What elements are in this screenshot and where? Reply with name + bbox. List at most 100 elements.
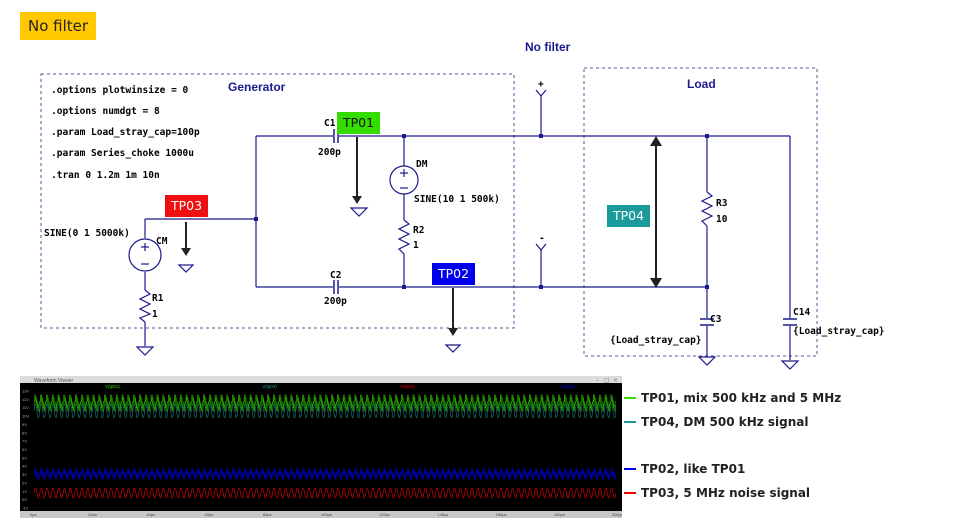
y-tick-label: 8V: [22, 430, 27, 435]
c14-label: C14: [793, 307, 810, 318]
legend-swatch: [624, 421, 636, 423]
maximize-icon[interactable]: □: [604, 377, 610, 384]
minimize-icon[interactable]: –: [596, 377, 599, 384]
y-tick-label: 3V: [22, 472, 27, 477]
directive-2: .options numdgt = 8: [51, 106, 160, 117]
c3-value: {Load_stray_cap}: [610, 335, 702, 346]
x-tick-label: 160µs: [496, 512, 507, 517]
generator-box: [40, 73, 515, 329]
r2-value: 1: [413, 240, 419, 251]
c2-value: 200p: [324, 296, 347, 307]
tp01-arrow: [352, 137, 362, 204]
tp02-badge: TP02: [432, 263, 476, 285]
tp04-badge: TP04: [607, 205, 651, 227]
trace-labels: V(tp01)V(tp04)V(tp03)V(tp02): [105, 384, 575, 389]
trace-tp01: [33, 394, 617, 412]
c1-label: C1: [324, 118, 336, 129]
directive-5: .tran 0 1.2m 1m 10n: [51, 170, 160, 181]
cm-label: CM: [156, 236, 168, 247]
tp02-label: TP02: [438, 266, 470, 281]
x-tick-label: 180µs: [554, 512, 565, 517]
directive-3: .param Load_stray_cap=100p: [51, 127, 200, 138]
window-controls[interactable]: – □ ×: [596, 377, 618, 384]
wires: [144, 96, 791, 360]
c14-value: {Load_stray_cap}: [793, 326, 885, 337]
legend-swatch: [624, 468, 636, 470]
tp04-arrow: [650, 136, 662, 288]
c2-label: C2: [330, 270, 341, 281]
x-tick-label: 60µs: [205, 512, 214, 517]
legend-text: TP02, like TP01: [641, 462, 746, 476]
x-tick-label: 40µs: [146, 512, 155, 517]
close-icon[interactable]: ×: [613, 377, 618, 384]
tp02-arrow: [444, 288, 462, 353]
probe-minus-icon: [535, 243, 547, 251]
window-title: Waveform Viewer: [34, 378, 74, 384]
resistor-r2: [397, 219, 411, 255]
y-tick-label: 0V: [22, 497, 27, 502]
y-tick-label: 2V: [22, 480, 27, 485]
legend-item-tp04: TP04, DM 500 kHz signal: [624, 414, 809, 430]
y-tick-label: 11V: [22, 405, 29, 410]
trace-tp03: [33, 487, 617, 499]
directive-1: .options plotwinsize = 0: [51, 85, 189, 96]
legend-text: TP01, mix 500 kHz and 5 MHz: [641, 391, 842, 405]
traces: [33, 394, 617, 499]
legend-text: TP03, 5 MHz noise signal: [641, 486, 811, 500]
cm-value: SINE(0 1 5000k): [44, 228, 130, 239]
x-tick-label: 200µs: [612, 512, 622, 517]
trace-tp04: [33, 403, 617, 419]
y-tick-label: 9V: [22, 422, 27, 427]
tp01-badge: TP01: [337, 112, 381, 134]
r3-label: R3: [716, 198, 728, 209]
y-tick-label: 7V: [22, 439, 27, 444]
resistor-r1: [138, 289, 152, 323]
window-titlebar: [20, 376, 622, 383]
tp03-badge: TP03: [165, 195, 209, 217]
trace-label: V(tp03): [400, 384, 415, 389]
legend-swatch: [624, 492, 636, 494]
diagram-subtitle: No filter: [525, 40, 571, 54]
ground-icons: [135, 346, 800, 370]
y-tick-label: 4V: [22, 464, 27, 469]
probe-plus-icon: [535, 89, 547, 97]
x-tick-label: 0µs: [30, 512, 37, 517]
tp03-arrow: [177, 222, 195, 273]
capacitor-c3: [700, 318, 714, 326]
legend-item-tp01: TP01, mix 500 kHz and 5 MHz: [624, 390, 841, 406]
header-badge-label: No filter: [28, 17, 89, 35]
c1-value: 200p: [318, 147, 341, 158]
y-tick-label: 12V: [22, 397, 29, 402]
junctions: [254, 134, 709, 289]
r2-label: R2: [413, 225, 424, 236]
r3-value: 10: [716, 214, 728, 225]
c3-label: C3: [710, 314, 722, 325]
legend-swatch: [624, 397, 636, 399]
trace-label: V(tp01): [105, 384, 120, 389]
schematic: No filter Generator Load .options plotwi…: [40, 40, 885, 370]
waveform-plot: Waveform Viewer – □ × V(tp01)V(tp04)V(tp…: [20, 376, 623, 518]
dm-value: SINE(10 1 500k): [414, 194, 500, 205]
source-cm: [128, 238, 162, 272]
probe-plus-label: +: [538, 79, 544, 90]
x-tick-label: 100µs: [321, 512, 332, 517]
header-badge: No filter: [20, 12, 97, 40]
y-tick-label: 13V: [22, 389, 29, 394]
x-tick-label: 140µs: [437, 512, 448, 517]
tp03-label: TP03: [171, 198, 203, 213]
y-tick-label: 10V: [22, 414, 29, 419]
y-tick-label: 1V: [22, 489, 27, 494]
r1-value: 1: [152, 309, 158, 320]
tp04-label: TP04: [613, 208, 645, 223]
resistor-r3: [700, 191, 714, 227]
dm-label: DM: [416, 159, 428, 170]
trace-label: V(tp02): [560, 384, 575, 389]
x-tick-label: 120µs: [379, 512, 390, 517]
generator-label: Generator: [228, 80, 286, 94]
x-tick-label: 80µs: [263, 512, 272, 517]
trace-tp02: [33, 467, 617, 481]
tp01-ground-icon: [349, 207, 369, 217]
legend-item-tp02: TP02, like TP01: [624, 461, 745, 477]
